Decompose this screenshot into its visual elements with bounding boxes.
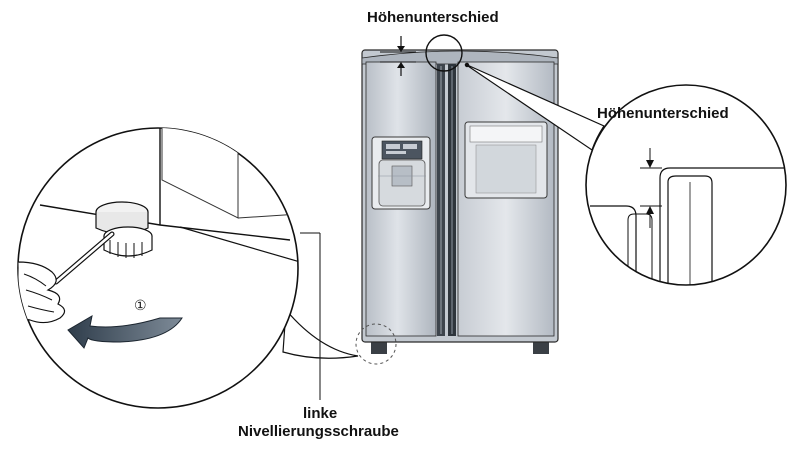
refrigerator [361, 49, 559, 354]
screwdriver-icon [53, 231, 115, 285]
leveling-screw-icon [95, 201, 153, 258]
label-height-difference-top: Höhenunterschied [367, 9, 499, 26]
zoom-circle-left: ① [17, 127, 359, 409]
label-height-difference-zoom: Höhenunterschied [597, 105, 729, 122]
height-difference-indicator-top [380, 36, 416, 76]
fridge-foot-right [533, 340, 549, 354]
door-ice-bin [464, 121, 548, 199]
hand-icon [18, 261, 66, 324]
label-screw-line1: linke [303, 405, 337, 422]
water-dispenser [371, 136, 431, 210]
zoom-circle-right: Höhenunterschied [585, 84, 787, 286]
fridge-foot-left [371, 340, 387, 354]
label-screw-line2: Nivellierungsschraube [238, 423, 399, 440]
screw-label-leader [300, 232, 321, 400]
curved-arrow-counterclockwise-icon [67, 315, 183, 349]
step-number: ① [134, 297, 147, 313]
detail-circle-foot [355, 323, 397, 365]
detail-circle-top [425, 34, 463, 72]
